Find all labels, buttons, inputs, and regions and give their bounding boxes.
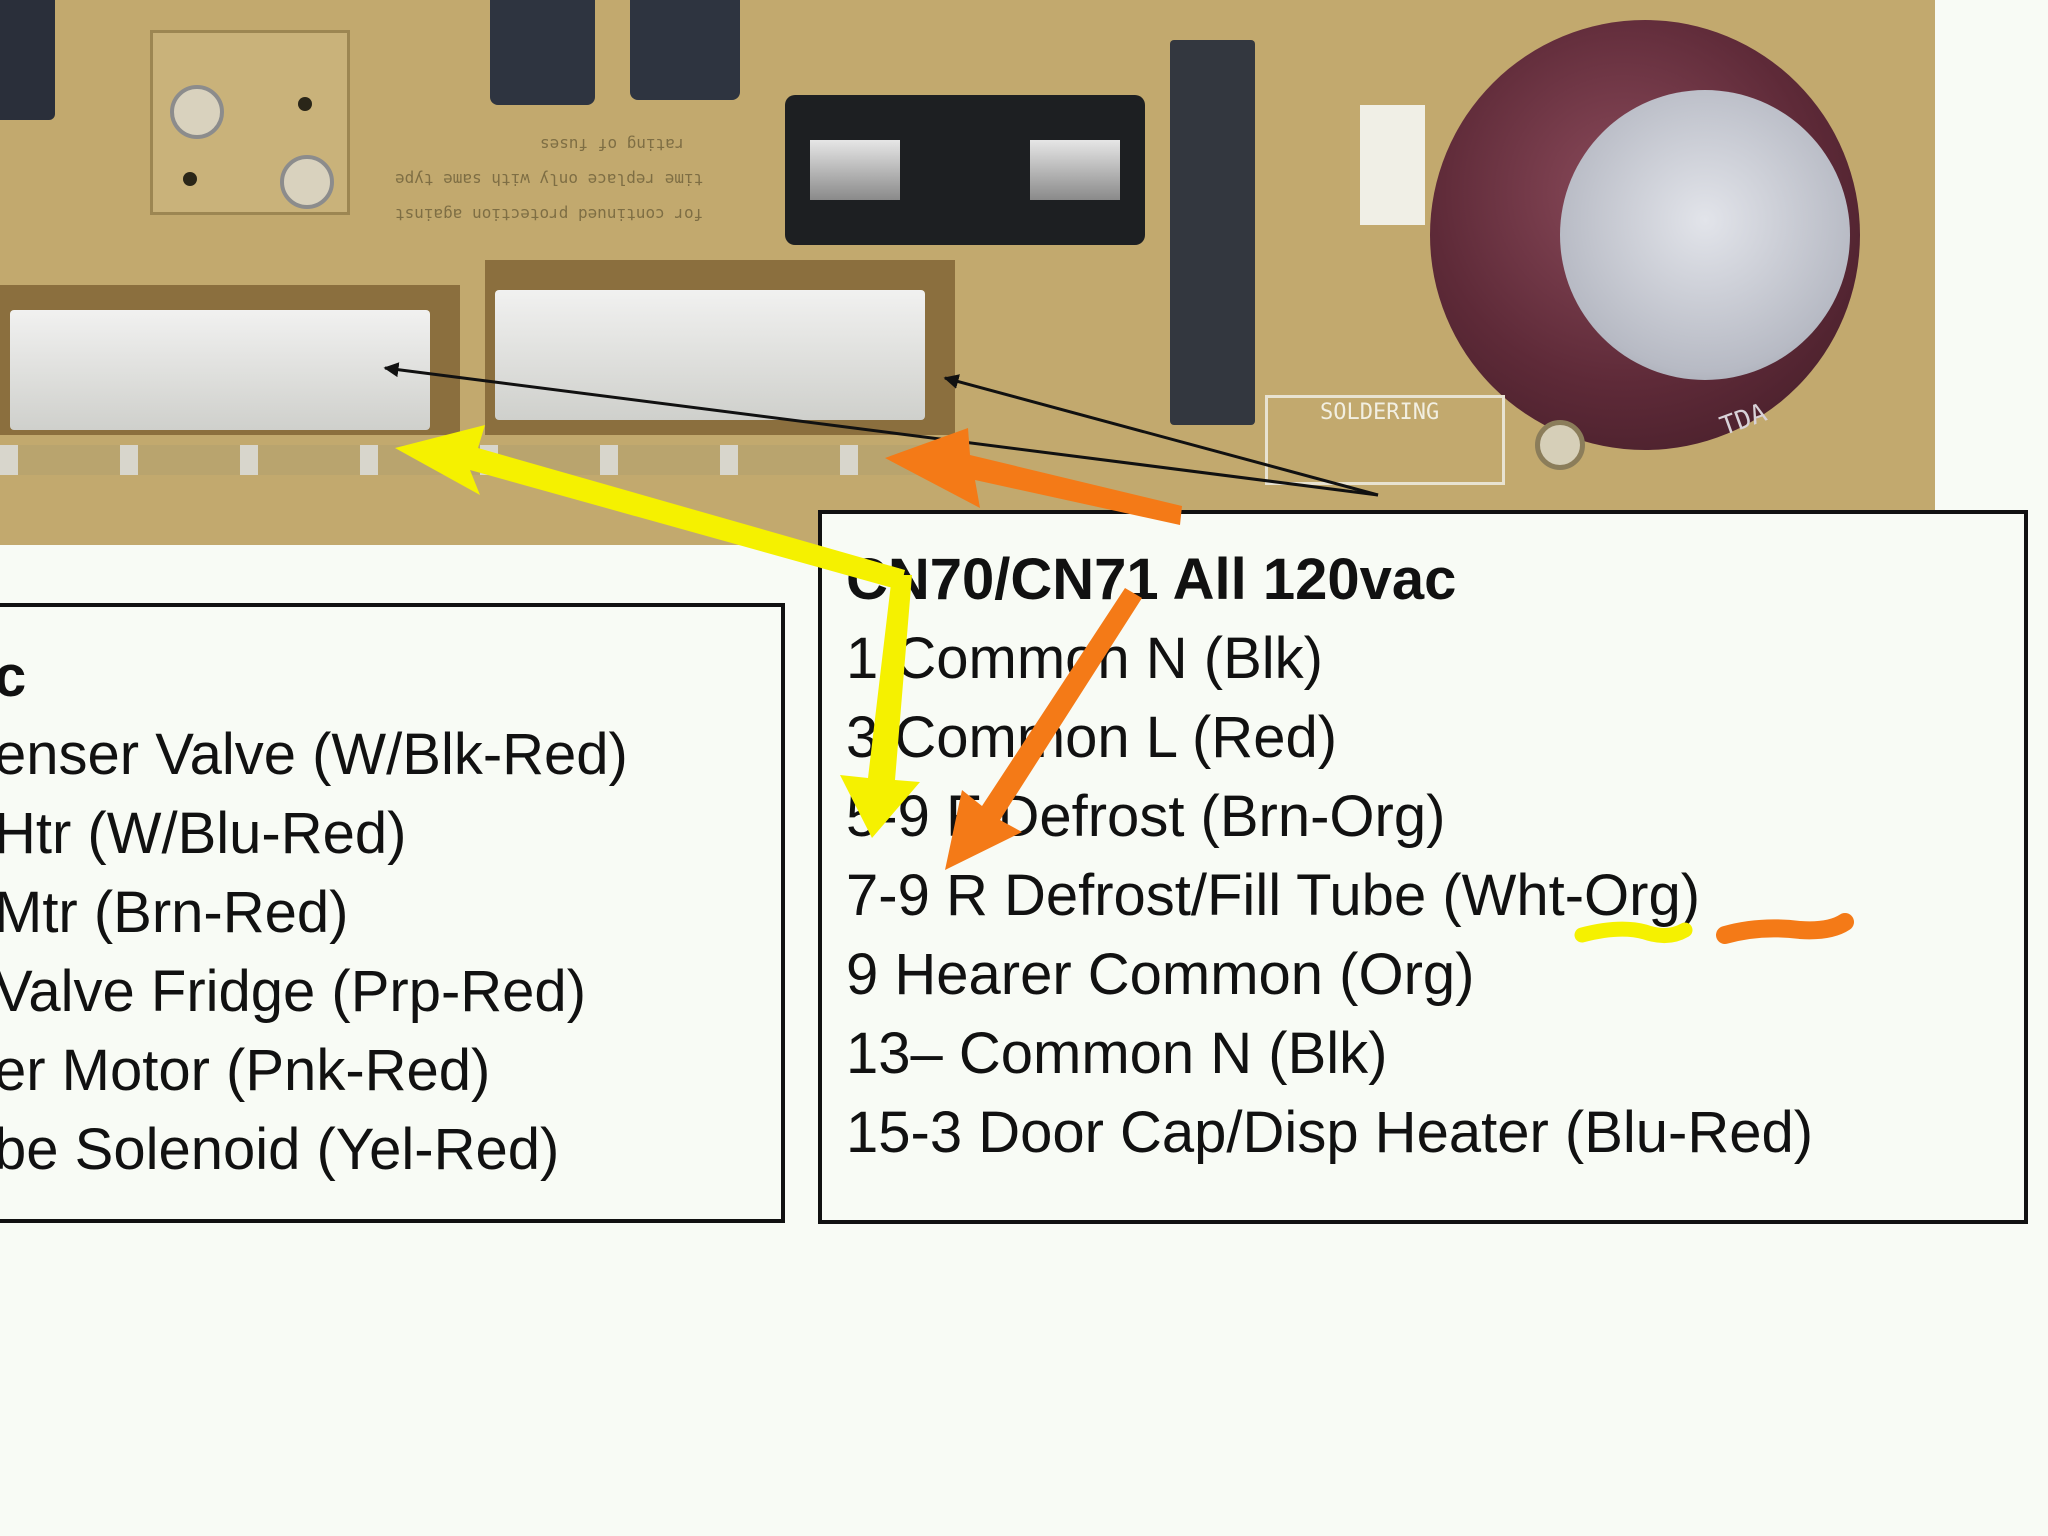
yellow-arrow-to-text bbox=[840, 575, 920, 838]
left-box-heading: c bbox=[0, 644, 27, 709]
right-box-line-6: 13– Common N (Blk) bbox=[846, 1021, 1388, 1086]
capacitor-top bbox=[1560, 90, 1850, 380]
relay-mid-2 bbox=[630, 0, 740, 100]
black-arrow-cn70 bbox=[383, 362, 1379, 497]
mount-hole-1 bbox=[170, 85, 224, 139]
relay-left bbox=[0, 0, 55, 120]
right-legend-box: CN70/CN71 All 120vac 1 Common N (Blk) 3 … bbox=[818, 510, 2028, 1224]
board-hole bbox=[1535, 420, 1585, 470]
fuse-clip-right bbox=[1030, 140, 1120, 200]
left-box-line-1: enser Valve (W/Blk-Red) bbox=[0, 722, 628, 787]
left-legend-box: c enser Valve (W/Blk-Red) Htr (W/Blu-Red… bbox=[0, 603, 785, 1223]
right-box-title: CN70/CN71 All 120vac bbox=[846, 547, 1457, 612]
orange-arrow-to-connector bbox=[885, 428, 1182, 525]
yellow-highlight-wht bbox=[1574, 921, 1693, 943]
right-box-line-5: 9 Hearer Common (Org) bbox=[846, 942, 1475, 1007]
right-box-line-7: 15-3 Door Cap/Disp Heater (Blu-Red) bbox=[846, 1100, 1814, 1165]
connector-cn70 bbox=[10, 310, 430, 430]
solder-label-box bbox=[1265, 395, 1505, 485]
solder-dot-1 bbox=[298, 97, 312, 111]
left-box-line-4: Valve Fridge (Prp-Red) bbox=[0, 959, 587, 1024]
fuse-clip-left bbox=[810, 140, 900, 200]
connector-cn71 bbox=[495, 290, 925, 420]
left-box-line-6: be Solenoid (Yel-Red) bbox=[0, 1117, 560, 1182]
black-arrow-cn71 bbox=[943, 374, 1379, 497]
orange-highlight-org bbox=[1716, 913, 1854, 944]
circuit-board-photo: rating of fuses time replace only with s… bbox=[0, 0, 1935, 545]
yellow-arrow-to-connector bbox=[395, 425, 905, 590]
left-box-line-3: Mtr (Brn-Red) bbox=[0, 880, 349, 945]
right-box-line-3: 5-9 F Defrost (Brn-Org) bbox=[846, 784, 1446, 849]
relay-mid-1 bbox=[490, 0, 595, 105]
right-box-line-2: 3 Common L (Red) bbox=[846, 705, 1338, 770]
left-box-line-5: er Motor (Pnk-Red) bbox=[0, 1038, 491, 1103]
mount-hole-2 bbox=[280, 155, 334, 209]
tall-component bbox=[1170, 40, 1255, 425]
left-box-line-2: Htr (W/Blu-Red) bbox=[0, 801, 407, 866]
solder-dot-2 bbox=[183, 172, 197, 186]
solder-label: SOLDERING bbox=[1320, 400, 1440, 425]
white-pad bbox=[1360, 105, 1425, 225]
orange-arrow-to-text bbox=[945, 588, 1142, 870]
right-box-line-4: 7-9 R Defrost/Fill Tube (Wht-Org) bbox=[846, 863, 1701, 928]
